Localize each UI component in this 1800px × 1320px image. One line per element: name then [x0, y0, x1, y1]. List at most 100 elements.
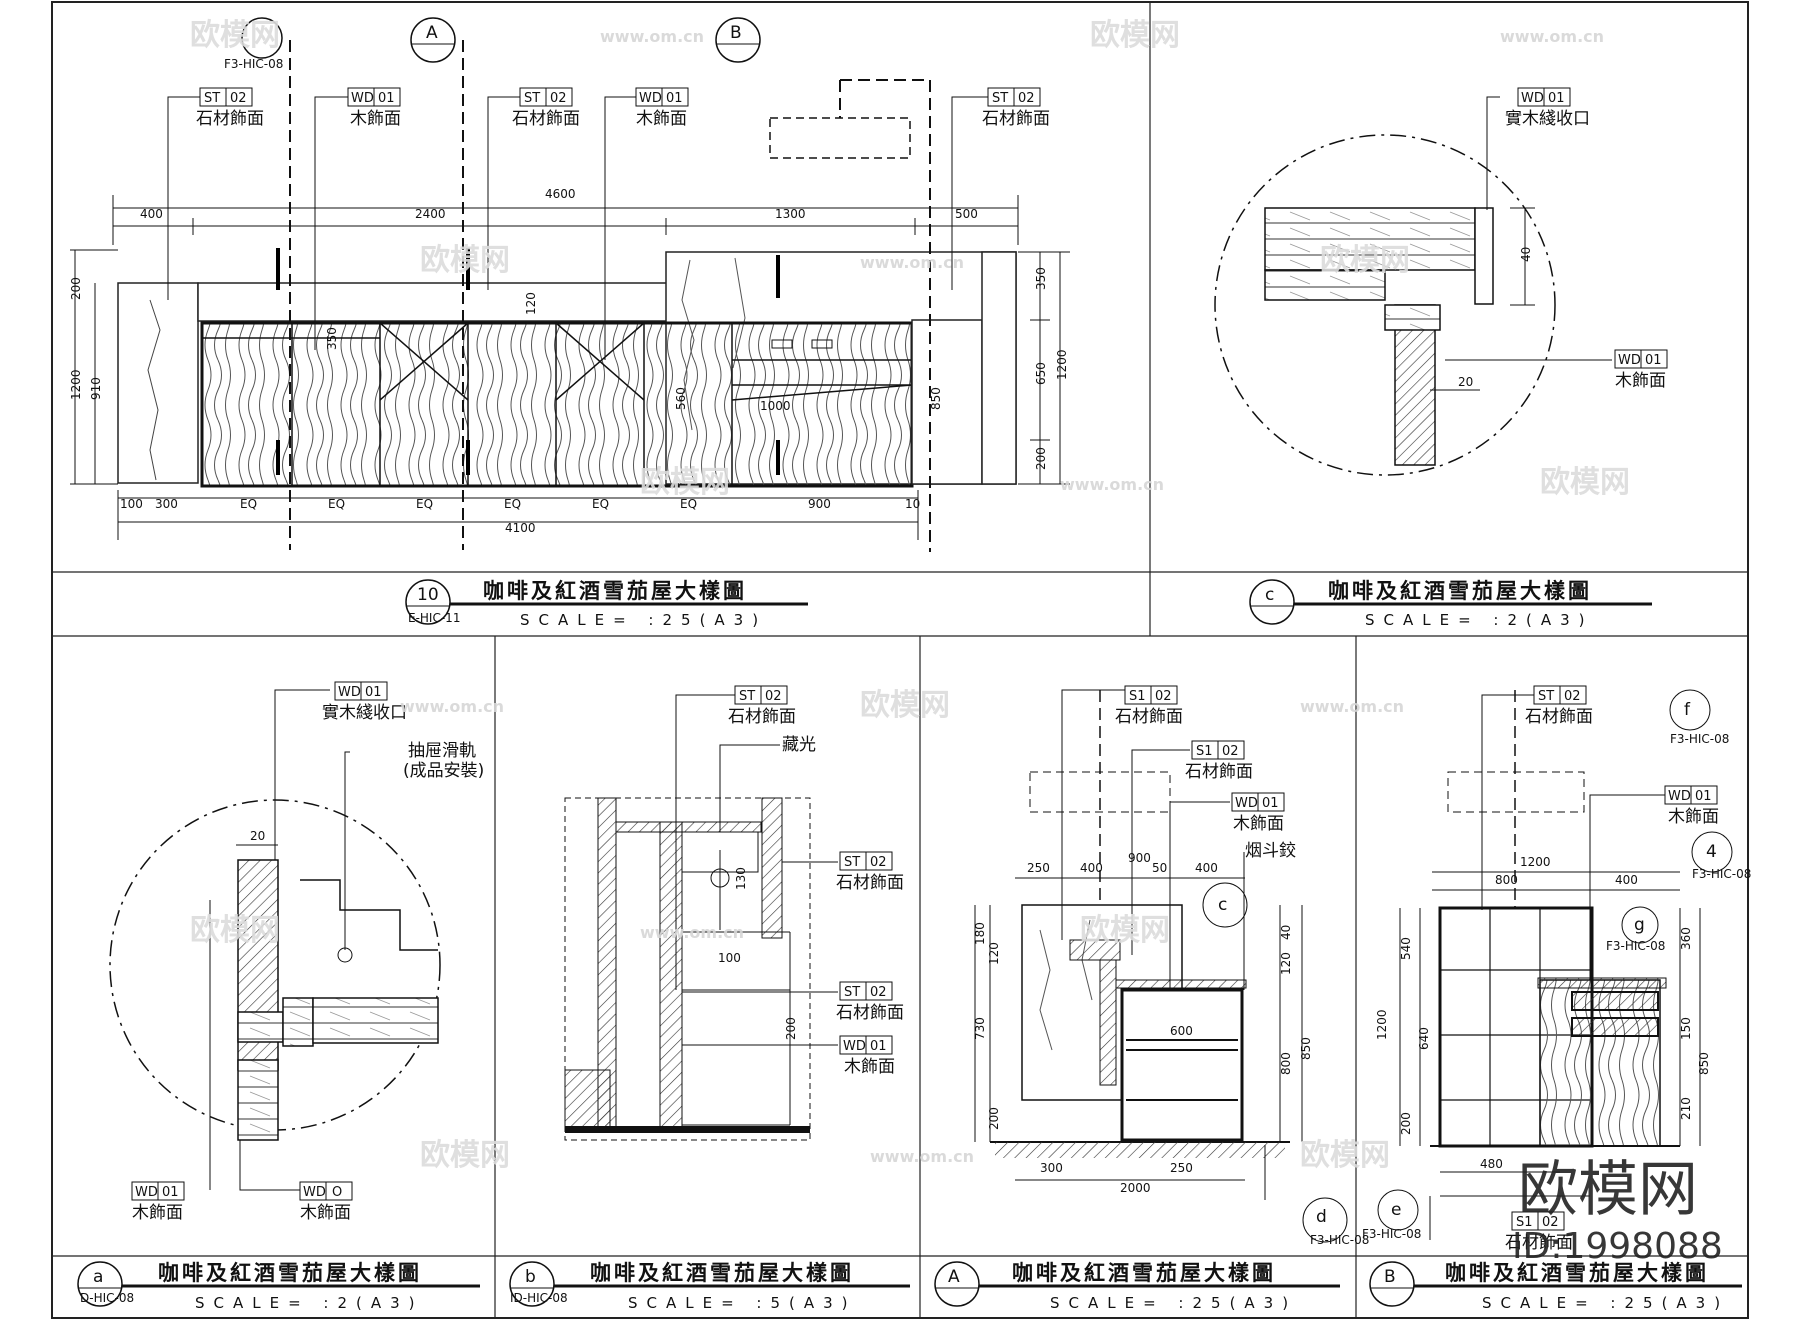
label-hinge: 烟斗鉸 [1245, 841, 1296, 861]
svg-text:木飾面: 木飾面 [132, 1203, 183, 1223]
panel-ref: D-HIC-08 [80, 1291, 134, 1305]
callout-d-ref: F3-HIC-08 [1310, 1233, 1369, 1247]
dim-inner-4: 1000 [760, 399, 791, 413]
dim-A-right-1: 40 [1279, 925, 1293, 940]
label-drawer-slide-2: (成品安裝) [403, 761, 484, 781]
dim-B-top-1: 800 [1495, 873, 1518, 887]
tag-st02-b-2: ST 02 石材飾面 [836, 851, 904, 893]
dim-B-left-1: 540 [1399, 937, 1413, 960]
dim-A-top-2: 400 [1080, 861, 1103, 875]
callout-c-label: c [1218, 895, 1227, 915]
svg-text:g: g [1634, 915, 1645, 935]
dim-bottom-2: 300 [155, 497, 178, 511]
dim-left-1: 200 [69, 277, 83, 300]
panel-title: 咖啡及紅酒雪茄屋大樣圖 [1328, 579, 1592, 603]
dim-right-1: 350 [1034, 267, 1048, 290]
svg-text:02: 02 [1155, 689, 1172, 704]
svg-text:木飾面: 木飾面 [1615, 371, 1666, 391]
svg-text:石材飾面: 石材飾面 [836, 1003, 904, 1023]
dim-A-left-2: 120 [987, 942, 1001, 965]
callout-d-label: d [1316, 1207, 1327, 1227]
panel-number: B [1384, 1267, 1396, 1287]
dim-A-top-3: 50 [1152, 861, 1167, 875]
tag-st02-b-1: ST 02 石材飾面 [728, 685, 796, 727]
bottom-dim-labels: 100 300 EQ EQ EQ EQ EQ EQ 900 10 [120, 497, 920, 511]
svg-text:02: 02 [870, 855, 887, 870]
svg-text:01: 01 [162, 1185, 179, 1200]
dim-inner-3: 850 [929, 387, 943, 410]
door-divisions [202, 322, 913, 486]
tag-st02-A-2: S1 02 石材飾面 [1185, 740, 1253, 782]
svg-text:石材飾面: 石材飾面 [728, 707, 796, 727]
watermark-brand: 欧模网 [1300, 1138, 1390, 1173]
watermark-url: www.om.cn [640, 923, 744, 942]
dim-A-right-2: 120 [1279, 952, 1293, 975]
svg-text:石材飾面: 石材飾面 [1525, 707, 1593, 727]
section-lines [289, 40, 931, 552]
watermark-brand: 欧模网 [190, 18, 280, 53]
dim-B-right-2: 150 [1679, 1017, 1693, 1040]
callout-g: g F3-HIC-08 [1606, 906, 1665, 953]
callout-4: 4 F3-HIC-08 [1691, 831, 1751, 881]
dim-A-bottom-1: 300 [1040, 1161, 1063, 1175]
dim-bottom-7: EQ [592, 497, 609, 511]
svg-text:石材飾面: 石材飾面 [512, 109, 580, 129]
svg-text:01: 01 [1548, 91, 1565, 106]
dim-left-3: 1200 [69, 369, 83, 400]
watermark-brand: 欧模网 [1540, 465, 1630, 500]
svg-text:石材飾面: 石材飾面 [1505, 1233, 1573, 1253]
title-block-c: c 咖啡及紅酒雪茄屋大樣圖 SCALE= :2(A3) [1249, 579, 1652, 629]
panel-scale: SCALE= :25(A3) [520, 611, 767, 629]
svg-text:02: 02 [1222, 744, 1239, 759]
dim-A-right-3: 800 [1279, 1052, 1293, 1075]
panel-detail-a: 20 WD 01 實木綫收口 抽屉滑軌 (成品安裝) WD 01 木飾面 WD … [77, 681, 484, 1312]
svg-text:02: 02 [870, 985, 887, 1000]
dim-b-a: 100 [718, 951, 741, 965]
dim-A-top-1: 250 [1027, 861, 1050, 875]
title-block-10: 10 E-HIC-11 咖啡及紅酒雪茄屋大樣圖 SCALE= :25(A3) [405, 579, 808, 629]
watermark-url: www.om.cn [1300, 697, 1404, 716]
svg-text:01: 01 [1262, 796, 1279, 811]
panel-scale: SCALE= :25(A3) [1050, 1294, 1297, 1312]
svg-text:ST: ST [1538, 689, 1554, 704]
asset-id: ID:1998088 [1512, 1226, 1723, 1267]
watermark-brand: 欧模网 [1080, 913, 1170, 948]
svg-text:石材飾面: 石材飾面 [1115, 707, 1183, 727]
dim-A-right-4: 850 [1299, 1037, 1313, 1060]
dim-c-h: 20 [1458, 375, 1473, 389]
dim-B-top-2: 400 [1615, 873, 1638, 887]
watermark-brand: 欧模网 [420, 243, 510, 278]
svg-text:S1: S1 [1196, 744, 1213, 759]
panel-scale: SCALE= :25(A3) [1482, 1294, 1729, 1312]
svg-text:WD: WD [639, 91, 662, 106]
callout-e-top: F3-HIC-08 [224, 17, 283, 71]
svg-text:WD: WD [843, 1039, 866, 1054]
title-block-a: a D-HIC-08 咖啡及紅酒雪茄屋大樣圖 SCALE= :2(A3) [77, 1261, 480, 1312]
dim-right-3: 650 [1034, 362, 1048, 385]
tag-st02-B-bottom: S1 02 石材飾面 [1505, 1211, 1573, 1253]
dim-total-bottom: 4100 [505, 521, 536, 535]
dim-seg-4: 500 [955, 207, 978, 221]
panel-scale: SCALE= :5(A3) [628, 1294, 857, 1312]
svg-text:O: O [332, 1185, 342, 1200]
callout-A: A [410, 17, 456, 63]
svg-text:S1: S1 [1516, 1215, 1533, 1230]
label-hidden-light: 藏光 [782, 735, 816, 755]
svg-text:ST: ST [992, 91, 1008, 106]
svg-text:ST: ST [844, 985, 860, 1000]
svg-text:02: 02 [765, 689, 782, 704]
watermark-brand: 欧模网 [1090, 18, 1180, 53]
panel-section-A: c d F3-HIC-08 250 400 50 400 900 600 300… [934, 685, 1369, 1312]
top-dims [70, 195, 1070, 540]
svg-text:實木綫收口: 實木綫收口 [322, 703, 407, 723]
title-block-A: A 咖啡及紅酒雪茄屋大樣圖 SCALE= :25(A3) [934, 1261, 1340, 1312]
watermark-brand: 欧模网 [640, 465, 730, 500]
tag-st02-3: ST 02 石材飾面 [951, 87, 1050, 290]
svg-text:WD: WD [1521, 91, 1544, 106]
title-block-b: b ID-HIC-08 咖啡及紅酒雪茄屋大樣圖 SCALE= :5(A3) [509, 1261, 910, 1312]
dim-c-v: 40 [1519, 247, 1533, 262]
backsplash [197, 282, 669, 322]
svg-text:實木綫收口: 實木綫收口 [1505, 109, 1590, 129]
panel-number: 10 [417, 585, 439, 605]
